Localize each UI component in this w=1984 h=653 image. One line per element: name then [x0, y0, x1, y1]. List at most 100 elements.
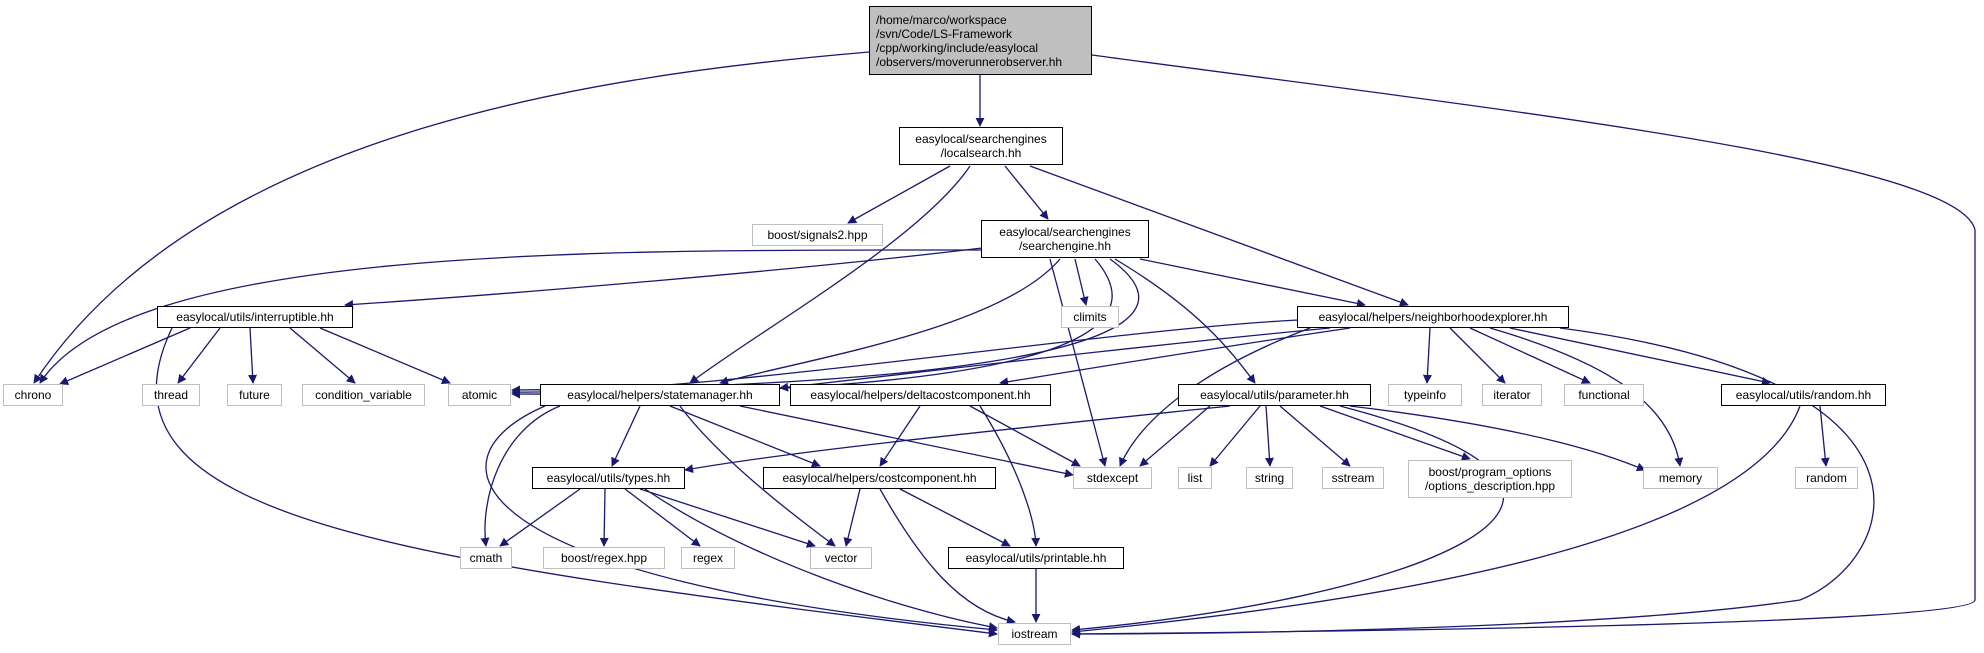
edge-types-vector: [639, 488, 816, 548]
node-iterator: iterator: [1482, 384, 1542, 406]
edge-neighborhoodexplorer-iostream: [1071, 327, 1875, 639]
node-label-line: thread: [153, 388, 189, 402]
node-label-line: random: [1806, 471, 1847, 485]
node-string: string: [1246, 467, 1293, 489]
node-label-line: condition_variable: [315, 388, 412, 402]
node-label-line: boost/signals2.hpp: [767, 228, 868, 242]
node-label-line: string: [1254, 471, 1285, 485]
edge-interruptible-thread: [177, 327, 221, 384]
node-cmath: cmath: [460, 547, 512, 569]
node-deltacostcomponent[interactable]: easylocal/helpers/deltacostcomponent.hh: [790, 384, 1051, 406]
node-regex: regex: [681, 547, 735, 569]
edge-searchengine-stdexcept: [1049, 258, 1108, 467]
edge-statemanager-types: [611, 405, 641, 467]
edge-types-regex: [624, 488, 701, 547]
edge-random-hh-iostream: [1071, 405, 1801, 636]
node-types[interactable]: easylocal/utils/types.hh: [532, 467, 685, 489]
node-label-line: stdexcept: [1086, 471, 1139, 485]
node-random-hh[interactable]: easylocal/utils/random.hh: [1721, 384, 1886, 406]
edge-neighborhoodexplorer-iterator: [1449, 327, 1506, 384]
node-stdexcept: stdexcept: [1073, 467, 1152, 489]
node-statemanager[interactable]: easylocal/helpers/statemanager.hh: [540, 384, 780, 406]
edge-searchengine-neighborhoodexplorer: [1139, 258, 1366, 308]
edge-types-iostream: [644, 488, 998, 631]
node-label-line: easylocal/helpers/neighborhoodexplorer.h…: [1318, 310, 1548, 324]
node-label-line: easylocal/utils/parameter.hh: [1200, 388, 1349, 402]
node-label-line: easylocal/utils/random.hh: [1735, 388, 1872, 402]
edge-interruptible-chrono: [59, 327, 191, 385]
node-climits: climits: [1061, 306, 1119, 328]
edge-searchengine-interruptible: [344, 247, 983, 309]
edge-searchengine-chrono: [39, 249, 982, 384]
edge-parameter-string: [1264, 405, 1274, 467]
node-sstream: sstream: [1322, 467, 1384, 489]
edge-deltacostcomponent-costcomponent: [879, 405, 921, 467]
node-label-line: easylocal/helpers/costcomponent.hh: [782, 471, 977, 485]
node-localsearch[interactable]: easylocal/searchengines/localsearch.hh: [899, 127, 1063, 165]
node-label-line: easylocal/utils/interruptible.hh: [176, 310, 334, 324]
edge-types-cmath: [499, 488, 581, 547]
node-options-description: boost/program_options/options_descriptio…: [1408, 460, 1572, 498]
edge-costcomponent-vector: [843, 488, 861, 547]
edge-random-hh-random: [1819, 405, 1830, 467]
node-condition-variable: condition_variable: [302, 384, 425, 406]
edge-interruptible-condition-variable: [289, 327, 356, 384]
edge-localsearch-searchengine: [1004, 165, 1049, 220]
edge-types-boost-regex: [599, 488, 609, 547]
node-iostream: iostream: [998, 623, 1071, 645]
edge-parameter-types: [684, 405, 1231, 474]
node-label-line: climits: [1073, 310, 1107, 324]
node-neighborhoodexplorer[interactable]: easylocal/helpers/neighborhoodexplorer.h…: [1297, 306, 1569, 328]
node-thread: thread: [142, 384, 200, 406]
edge-parameter-options-description: [1319, 405, 1471, 461]
edge-searchengine-parameter: [1114, 258, 1256, 384]
node-label-line: easylocal/searchengines: [999, 225, 1131, 239]
edge-parameter-list: [1209, 405, 1261, 467]
node-root[interactable]: /home/marco/workspace/svn/Code/LS-Framew…: [869, 6, 1092, 75]
node-label-line: memory: [1658, 471, 1703, 485]
node-list: list: [1178, 467, 1212, 489]
edge-root-iostream: [1071, 54, 1976, 639]
edge-neighborhoodexplorer-typeinfo: [1422, 327, 1432, 384]
edge-localsearch-neighborhoodexplorer: [1029, 165, 1409, 307]
node-label-line: /svn/Code/LS-Framework: [876, 26, 1013, 41]
node-printable[interactable]: easylocal/utils/printable.hh: [948, 547, 1124, 569]
edge-statemanager-costcomponent: [669, 405, 821, 468]
edge-localsearch-signals2: [847, 165, 951, 224]
node-label-line: atomic: [461, 388, 498, 402]
node-label-line: /observers/moverunnerobserver.hh: [876, 54, 1063, 69]
node-parameter[interactable]: easylocal/utils/parameter.hh: [1178, 384, 1371, 406]
node-future: future: [227, 384, 282, 406]
node-random: random: [1795, 467, 1858, 489]
edge-interruptible-atomic: [319, 327, 451, 384]
node-memory: memory: [1643, 467, 1718, 489]
node-label-line: boost/regex.hpp: [560, 551, 648, 565]
node-label-line: /cpp/working/include/easylocal: [876, 40, 1039, 55]
node-label-line: sstream: [1331, 471, 1375, 485]
node-label-line: chrono: [14, 388, 52, 402]
node-label-line: easylocal/helpers/statemanager.hh: [567, 388, 753, 402]
node-costcomponent[interactable]: easylocal/helpers/costcomponent.hh: [763, 467, 996, 489]
node-label-line: iterator: [1493, 388, 1531, 402]
node-searchengine[interactable]: easylocal/searchengines/searchengine.hh: [981, 220, 1149, 258]
edge-interruptible-future: [248, 327, 258, 384]
node-label-line: easylocal/searchengines: [915, 132, 1047, 146]
edge-neighborhoodexplorer-atomic: [511, 319, 1299, 397]
edge-neighborhoodexplorer-functional: [1469, 327, 1591, 384]
node-interruptible[interactable]: easylocal/utils/interruptible.hh: [157, 306, 353, 328]
edge-parameter-iostream: [1071, 405, 1505, 634]
node-label-line: regex: [692, 551, 724, 565]
node-label-line: /localsearch.hh: [940, 146, 1022, 160]
node-label-line: functional: [1578, 388, 1630, 402]
edge-localsearch-statemanager: [689, 165, 971, 384]
edge-searchengine-atomic: [511, 258, 1113, 399]
edge-neighborhoodexplorer-random-hh: [1509, 327, 1771, 386]
edge-root-chrono: [33, 51, 870, 384]
edge-neighborhoodexplorer-statemanager: [779, 327, 1331, 392]
edge-costcomponent-iostream: [879, 488, 1016, 625]
node-label-line: easylocal/helpers/deltacostcomponent.hh: [810, 388, 1031, 402]
node-label-line: easylocal/utils/types.hh: [546, 471, 671, 485]
node-label-line: boost/program_options: [1428, 465, 1552, 479]
node-typeinfo: typeinfo: [1388, 384, 1462, 406]
node-atomic: atomic: [448, 384, 511, 406]
